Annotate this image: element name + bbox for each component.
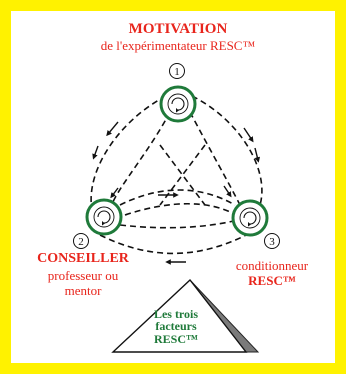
- number-badges: 1 2 3: [73, 63, 280, 249]
- pyramid: Les trois facteurs RESC™: [111, 278, 260, 353]
- link-inner-left: [111, 111, 171, 205]
- link-cross-a: [124, 203, 237, 216]
- link-outer-right: [191, 95, 263, 206]
- pyramid-line-2: facteurs: [155, 319, 197, 333]
- conseiller-line-2: mentor: [64, 283, 102, 298]
- link-x-1: [159, 144, 206, 206]
- node-ring: [85, 198, 123, 236]
- circular-arrow-icon: [171, 97, 185, 111]
- pyramid-line-3: RESC™: [154, 332, 198, 346]
- badge-2-label: 2: [78, 236, 84, 248]
- link-outer-left: [90, 95, 167, 211]
- direction-arrow-icon: [106, 121, 119, 137]
- node-inner-ring: [239, 207, 261, 229]
- node-conditionneur: [231, 199, 269, 237]
- link-inner-right: [189, 111, 241, 206]
- conditionneur-line-1: conditionneur: [235, 258, 309, 273]
- direction-arrows: [92, 121, 261, 265]
- conseiller-line-1: professeur ou: [47, 268, 119, 283]
- badge-1: [169, 63, 185, 79]
- link-inner-top: [119, 189, 236, 206]
- pyramid-line-1: Les trois: [154, 307, 198, 321]
- direction-arrow-icon: [223, 185, 232, 198]
- conditionneur-line-2: RESC™: [248, 273, 296, 288]
- circular-arrow-icon: [97, 210, 111, 224]
- node-motivation: [159, 85, 197, 123]
- motivation-subtitle: de l'expérimentateur RESC™: [100, 38, 256, 53]
- node-ring: [231, 199, 269, 237]
- direction-arrow-icon: [92, 145, 99, 160]
- node-ring: [159, 85, 197, 123]
- node-inner-ring: [93, 206, 115, 228]
- direction-arrow-icon: [110, 187, 119, 199]
- direction-arrow-icon: [243, 127, 254, 143]
- motivation-title: MOTIVATION: [128, 21, 228, 37]
- link-cross-b: [119, 219, 239, 229]
- node-inner-ring: [167, 93, 189, 115]
- badge-3: [264, 233, 280, 249]
- badge-3-label: 3: [269, 236, 275, 248]
- badge-2: [73, 233, 89, 249]
- conseiller-title: CONSEILLER: [37, 251, 129, 266]
- pyramid-face: [111, 278, 248, 353]
- circular-arrow-icon: [243, 211, 257, 225]
- node-conseiller: [85, 198, 123, 236]
- badge-1-label: 1: [174, 66, 180, 78]
- direction-arrow-icon: [254, 147, 261, 163]
